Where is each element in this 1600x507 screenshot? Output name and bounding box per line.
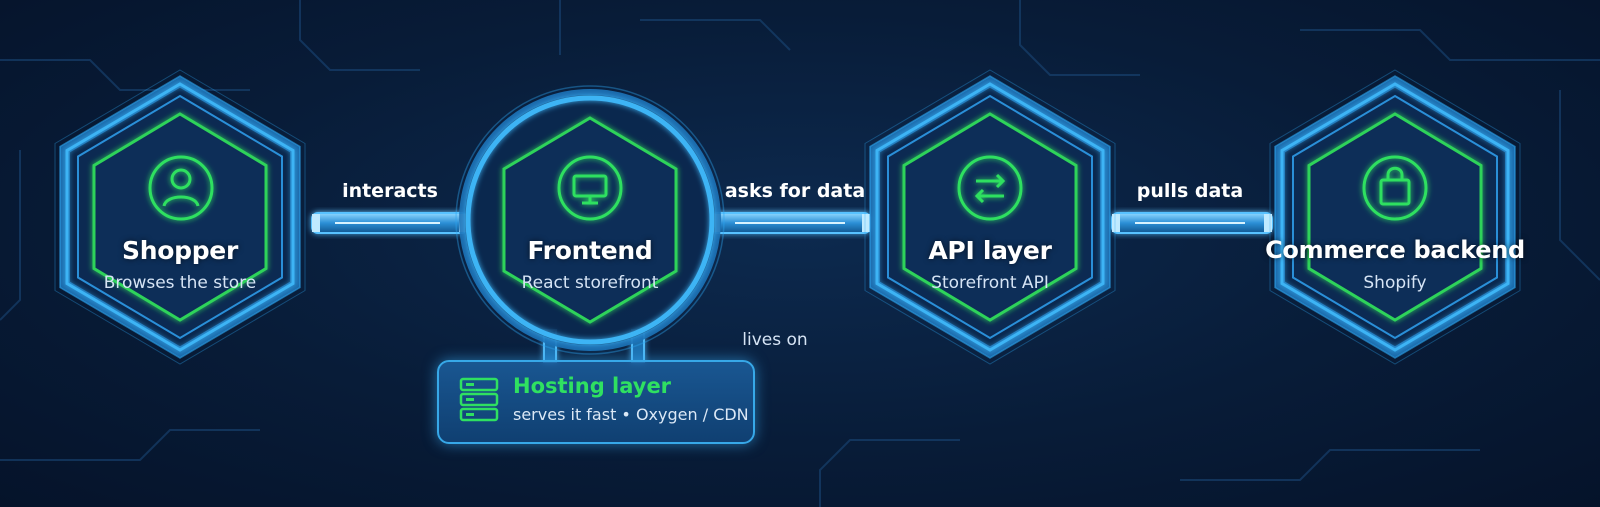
hosting-layer-subtitle: serves it fast • Oxygen / CDN	[513, 405, 749, 424]
swap-arrows-icon	[957, 155, 1023, 221]
hosting-layer-card: Hosting layer serves it fast • Oxygen / …	[437, 360, 755, 444]
node-backend-title: Commerce backend	[1265, 236, 1525, 264]
node-api-title: API layer	[928, 236, 1052, 265]
node-shopper-title: Shopper	[122, 236, 238, 265]
user-icon	[148, 155, 214, 221]
node-api	[864, 69, 1116, 365]
hosting-layer-title: Hosting layer	[513, 374, 672, 398]
node-backend-subtitle: Shopify	[1363, 273, 1427, 293]
edge-label-interacts: interacts	[342, 180, 438, 202]
connector-api-backend	[1111, 212, 1273, 234]
monitor-icon	[557, 155, 623, 221]
node-api-subtitle: Storefront API	[931, 273, 1049, 293]
shopping-bag-icon	[1362, 155, 1428, 221]
node-frontend-subtitle: React storefront	[521, 273, 659, 293]
server-stack-icon	[459, 377, 499, 422]
edge-label-asks-for-data: asks for data	[724, 180, 866, 202]
connector-frontend-api	[711, 212, 871, 234]
edge-label-pulls-data: pulls data	[1136, 180, 1244, 202]
node-frontend-title: Frontend	[527, 236, 653, 265]
connector-shopper-frontend	[311, 212, 468, 234]
node-shopper	[54, 69, 306, 365]
edge-label-lives-on: lives on	[742, 330, 808, 350]
node-backend	[1269, 69, 1521, 365]
node-shopper-subtitle: Browses the store	[103, 273, 257, 293]
